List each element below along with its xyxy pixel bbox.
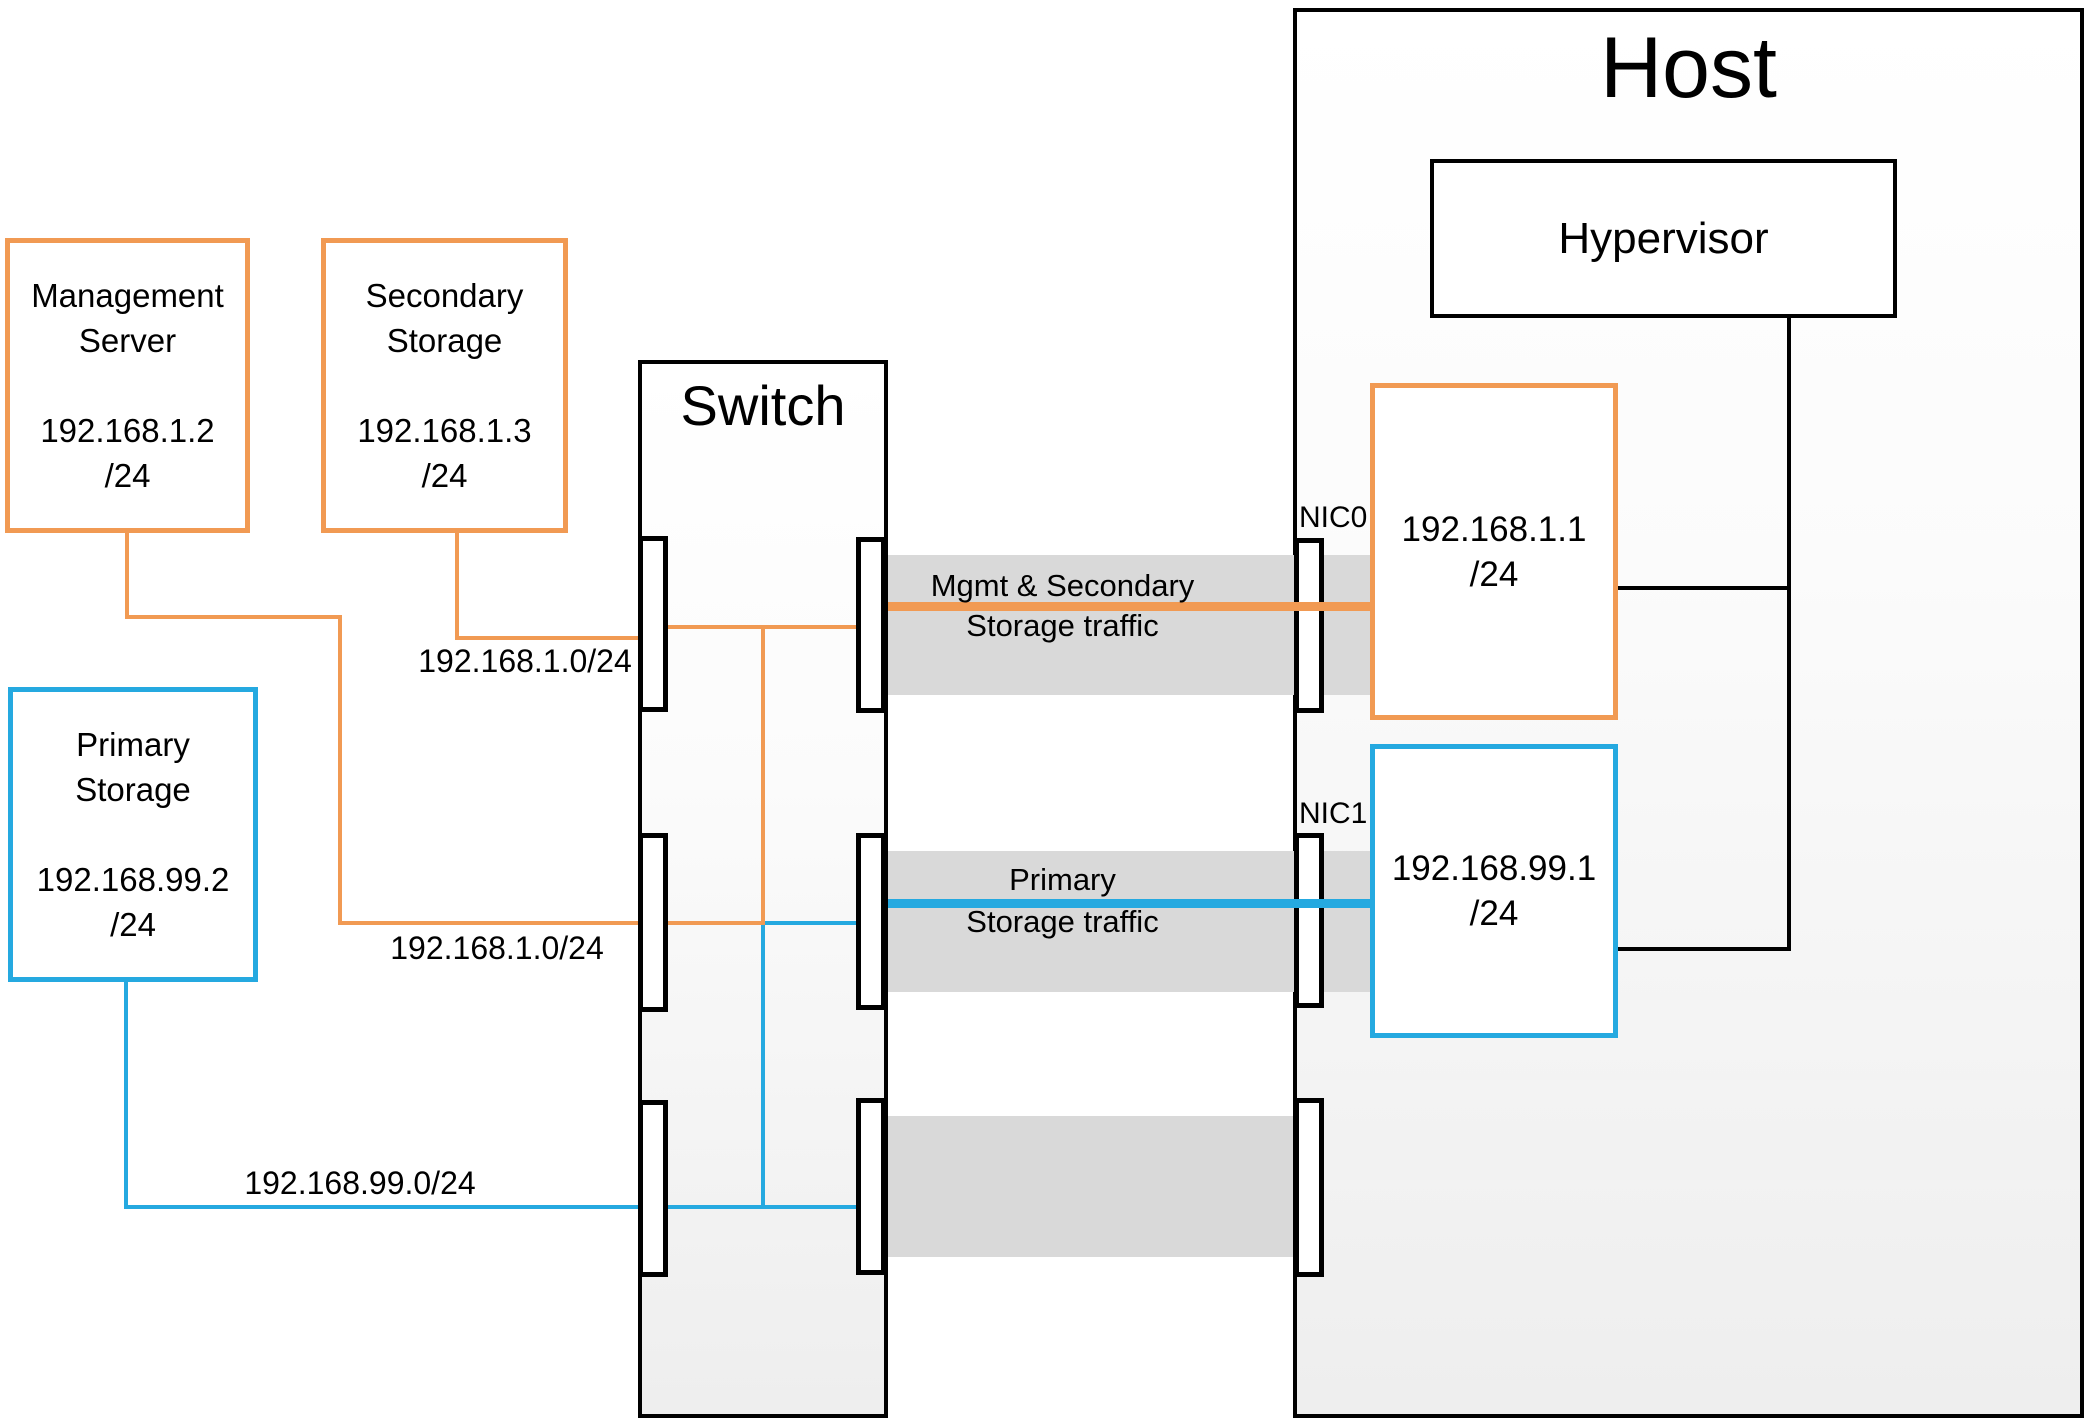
nic0-box: 192.168.1.1 /24 bbox=[1370, 383, 1618, 720]
nic0-label: NIC0 bbox=[1299, 501, 1368, 534]
switch-internal-orange-vertical bbox=[761, 625, 765, 925]
mgmt-traffic-label-line2: Storage traffic bbox=[966, 608, 1159, 643]
management-server-mask: /24 bbox=[104, 457, 151, 494]
host-port-nic1 bbox=[1294, 833, 1324, 1008]
primary-traffic-line bbox=[888, 899, 1370, 908]
primary-storage-box: Primary Storage 192.168.99.2 /24 bbox=[8, 687, 258, 982]
nic1-label: NIC1 bbox=[1299, 797, 1368, 830]
secondary-storage-mask: /24 bbox=[421, 457, 468, 494]
management-server-box: Management Server 192.168.1.2 /24 bbox=[5, 238, 250, 533]
nic1-box: 192.168.99.1 /24 bbox=[1370, 744, 1618, 1038]
primary-subnet-label: 192.168.99.0/24 bbox=[244, 1165, 476, 1201]
primary-storage-link-horizontal bbox=[124, 1205, 638, 1209]
switch-port-left-1 bbox=[638, 536, 668, 712]
primary-storage-name-line1: Primary bbox=[76, 726, 190, 763]
management-server-ip: 192.168.1.2 bbox=[40, 412, 215, 449]
primary-storage-name-line2: Storage bbox=[75, 771, 191, 808]
nic0-mask: /24 bbox=[1469, 554, 1519, 594]
traffic-band-bottom bbox=[888, 1116, 1293, 1257]
switch-port-right-1 bbox=[856, 537, 886, 713]
host-title: Host bbox=[1600, 20, 1777, 116]
switch-port-left-3 bbox=[638, 1100, 668, 1277]
primary-storage-ip: 192.168.99.2 bbox=[36, 861, 230, 898]
management-server-name-line2: Server bbox=[78, 322, 177, 359]
nic0-to-hypervisor-line bbox=[1618, 586, 1791, 590]
management-link-drop1 bbox=[125, 533, 129, 619]
switch-internal-blue-vertical bbox=[761, 925, 765, 1209]
switch-internal-blue-bottom bbox=[667, 1205, 857, 1209]
mgmt-secondary-traffic-line bbox=[888, 602, 1370, 611]
primary-traffic-label-line1: Primary bbox=[1009, 862, 1116, 897]
primary-traffic-label-line2: Storage traffic bbox=[966, 904, 1159, 939]
management-link-drop2 bbox=[338, 615, 342, 925]
management-subnet-label: 192.168.1.0/24 bbox=[390, 930, 604, 966]
nic1-to-hypervisor-line bbox=[1618, 947, 1791, 951]
management-link-horizontal2 bbox=[338, 921, 638, 925]
host-port-nic0 bbox=[1294, 538, 1324, 713]
hypervisor-drop-line bbox=[1787, 318, 1791, 951]
traffic-band-middle bbox=[888, 851, 1370, 992]
management-server-name-line1: Management bbox=[31, 277, 224, 314]
primary-storage-link-vertical bbox=[124, 982, 128, 1209]
switch-port-right-3 bbox=[856, 1098, 886, 1275]
secondary-storage-ip: 192.168.1.3 bbox=[357, 412, 532, 449]
switch-title: Switch bbox=[680, 374, 846, 437]
secondary-storage-name-line1: Secondary bbox=[365, 277, 524, 314]
switch-port-left-2 bbox=[638, 833, 668, 1012]
switch-port-right-2 bbox=[856, 833, 886, 1010]
nic0-ip: 192.168.1.1 bbox=[1401, 509, 1587, 549]
nic1-mask: /24 bbox=[1469, 894, 1519, 933]
switch-internal-orange-bottom bbox=[667, 921, 765, 925]
secondary-storage-link-vertical bbox=[455, 533, 459, 640]
nic1-ip: 192.168.99.1 bbox=[1391, 849, 1597, 888]
hypervisor-label: Hypervisor bbox=[1558, 213, 1769, 263]
secondary-subnet-label: 192.168.1.0/24 bbox=[418, 643, 632, 679]
secondary-storage-link-horizontal bbox=[455, 636, 638, 640]
management-link-horizontal1 bbox=[125, 615, 342, 619]
host-port-3 bbox=[1294, 1098, 1324, 1277]
hypervisor-box: Hypervisor bbox=[1430, 159, 1897, 318]
switch-internal-blue-middle bbox=[765, 921, 857, 925]
mgmt-traffic-label-line1: Mgmt & Secondary bbox=[930, 568, 1195, 603]
secondary-storage-name-line2: Storage bbox=[386, 322, 503, 359]
secondary-storage-box: Secondary Storage 192.168.1.3 /24 bbox=[321, 238, 568, 533]
traffic-band-top bbox=[888, 555, 1370, 695]
primary-storage-mask: /24 bbox=[110, 906, 156, 943]
